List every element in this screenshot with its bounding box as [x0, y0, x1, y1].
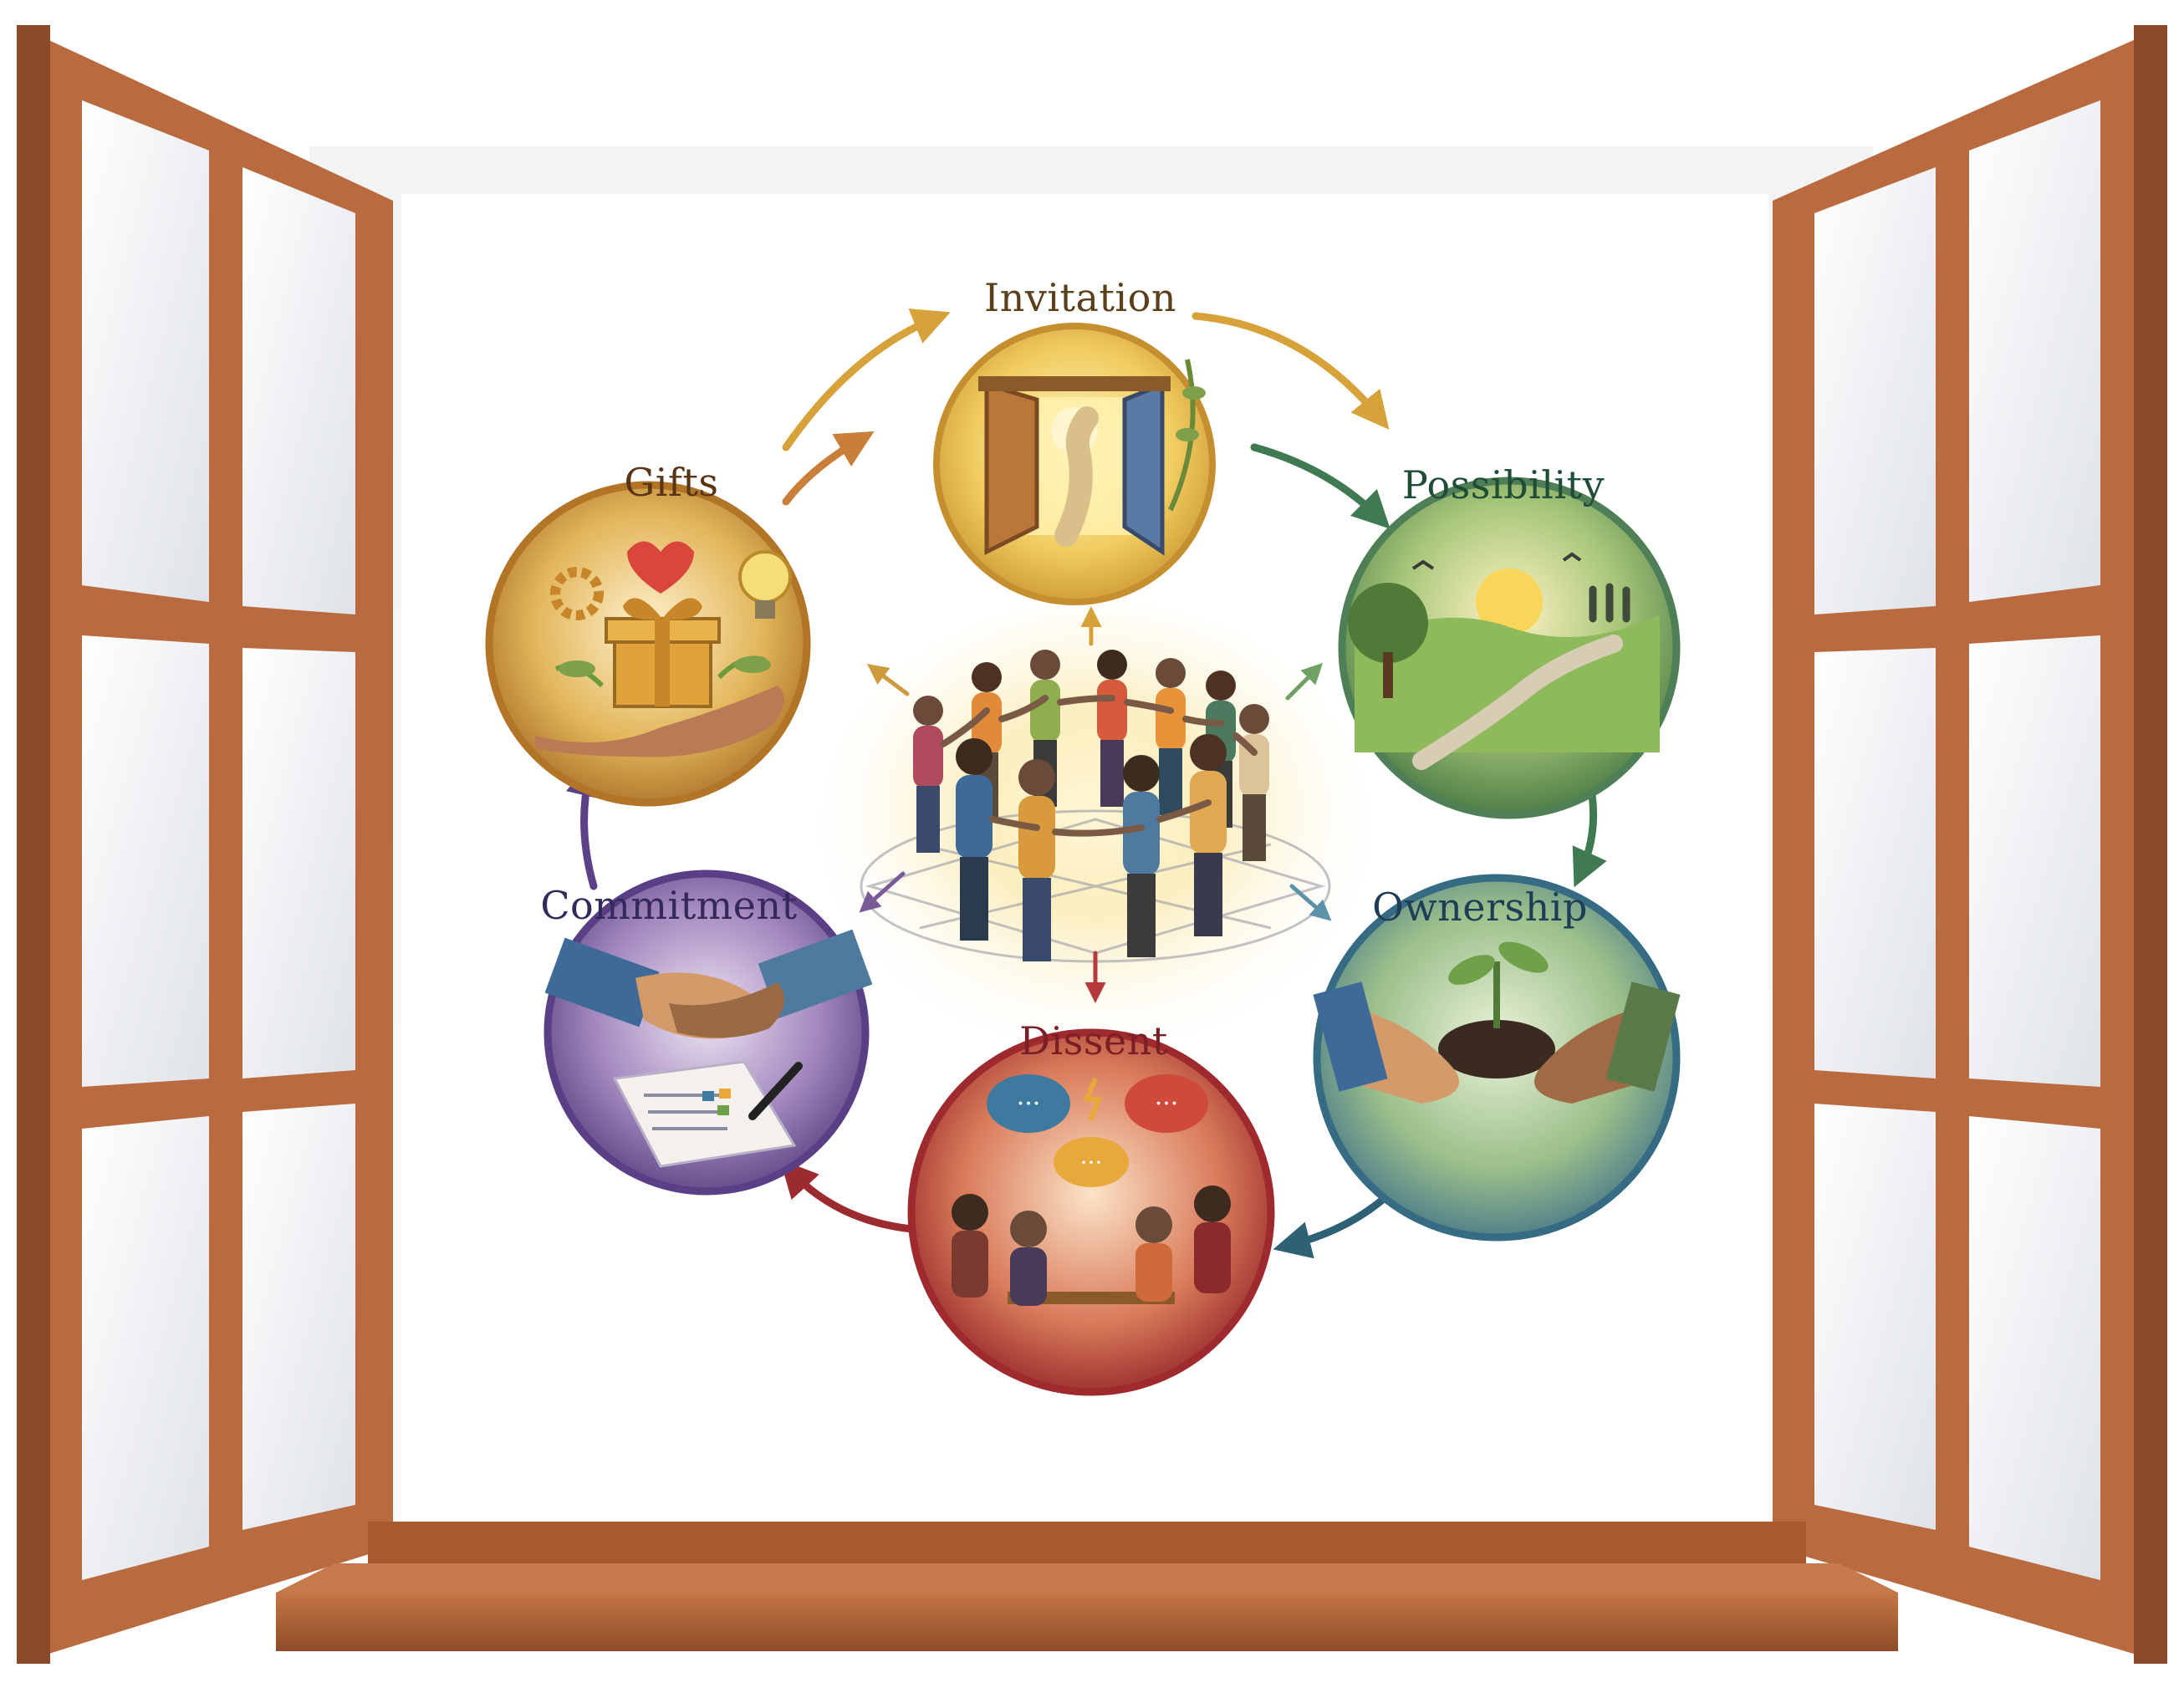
- svg-text:···: ···: [1155, 1089, 1179, 1119]
- label-possibility: Possibility: [1401, 462, 1605, 507]
- stage-possibility: [1338, 477, 1681, 819]
- label-invitation: Invitation: [984, 275, 1176, 320]
- label-dissent: Dissent: [1019, 1018, 1168, 1063]
- speech-bubbles-icon: ··· ··· ···: [952, 1074, 1231, 1306]
- stage-dissent: ··· ··· ···: [907, 1028, 1275, 1396]
- stage-invitation: [933, 323, 1216, 605]
- hands-holding-seedling-icon: [1313, 941, 1681, 1104]
- left-window-shutter: [17, 25, 393, 1664]
- window-sill: [276, 1522, 1898, 1651]
- svg-text:···: ···: [1017, 1089, 1041, 1119]
- sunrise-path-icon: [1348, 552, 1660, 770]
- handshake-icon: [544, 929, 873, 1168]
- stage-gifts: [485, 481, 811, 807]
- people-circle-icon: [913, 650, 1269, 961]
- right-window-shutter: [1773, 25, 2167, 1664]
- label-gifts: Gifts: [624, 460, 719, 505]
- open-door-icon: [978, 359, 1206, 556]
- inner-arrows: [859, 606, 1332, 1003]
- stage-ownership: [1313, 874, 1681, 1242]
- gift-box-icon: [535, 541, 792, 757]
- label-commitment: Commitment: [540, 883, 798, 928]
- label-ownership: Ownership: [1372, 885, 1588, 930]
- svg-text:···: ···: [1080, 1149, 1103, 1176]
- stage-commitment: [543, 869, 873, 1196]
